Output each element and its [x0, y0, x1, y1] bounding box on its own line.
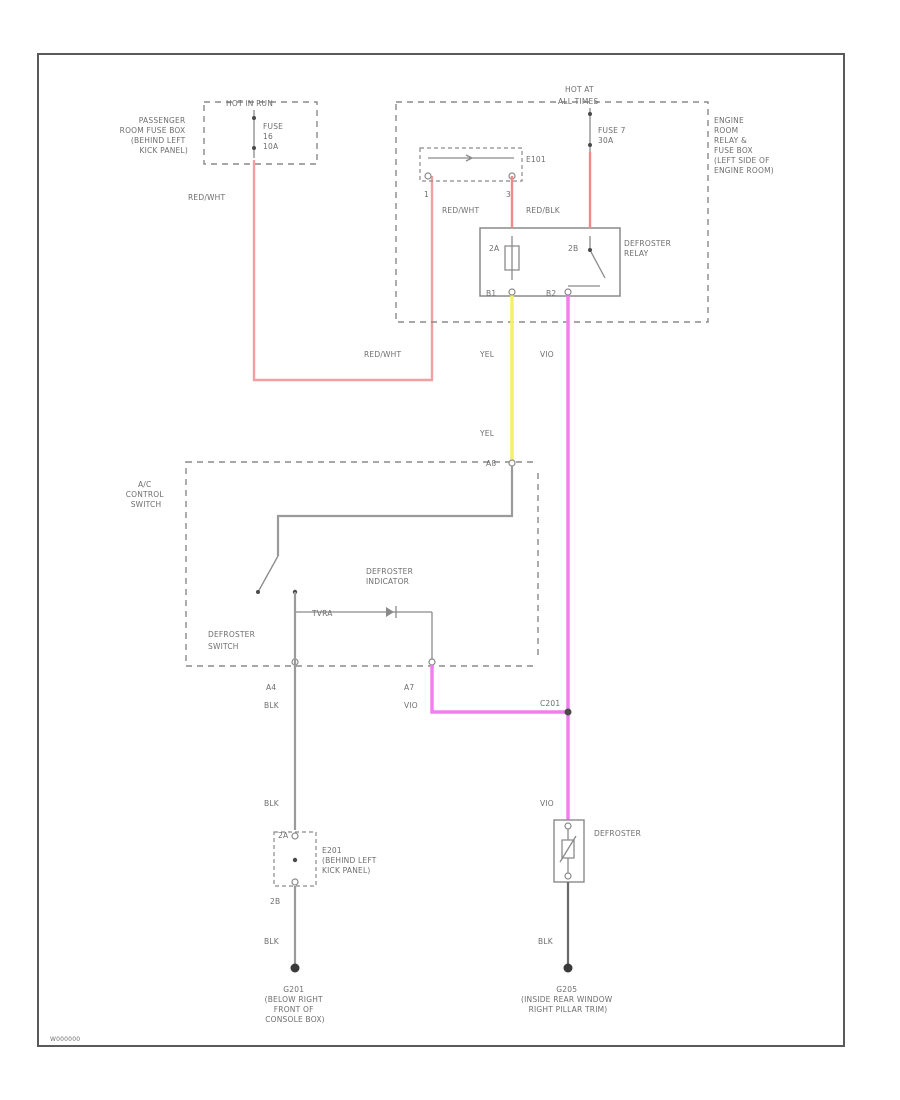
fuse7-label: FUSE 7 30A: [598, 126, 628, 145]
pin-a7-label: A7: [404, 683, 414, 692]
g201-label: G201 (BELOW RIGHT FRONT OF CONSOLE BOX): [265, 985, 326, 1024]
diagram-frame: [37, 53, 845, 1047]
defroster-relay-label: DEFROSTER RELAY: [624, 239, 674, 258]
splice-e101: [419, 147, 523, 182]
footer-code: W000000: [50, 1036, 80, 1043]
passenger-fuse-box: HOT IN RUN PASSENGER ROOM FUSE BOX (BEHI…: [120, 99, 318, 165]
engine-room-box: HOT AT ALL TIMES ENGINE ROOM RELAY & FUS…: [395, 85, 774, 323]
vio-label-2: VIO: [404, 701, 418, 710]
red-wht-label-3: RED/WHT: [364, 350, 402, 359]
red-wht-label-2: RED/WHT: [442, 206, 480, 215]
defroster-relay: [479, 227, 621, 297]
ground-g205: [563, 963, 573, 973]
defroster-element: DEFROSTER: [553, 819, 641, 883]
tvr-label: TVRA: [311, 609, 333, 618]
relay-pin-2b-label: 2B: [568, 244, 578, 253]
vio-indicator-wire: [430, 665, 568, 714]
blk-label-1: BLK: [264, 701, 280, 710]
hot-at-all-times-label: HOT AT ALL TIMES: [558, 85, 598, 106]
splice-c201-label: C201: [540, 699, 560, 708]
yel-label-2: YEL: [479, 429, 495, 438]
red-wht-label-1: RED/WHT: [188, 193, 226, 202]
ground-g201: [290, 963, 300, 973]
blk-label-2: BLK: [264, 799, 280, 808]
vio-label-1: VIO: [540, 350, 554, 359]
pin-2a-label: 2A: [278, 831, 289, 840]
g205-label: G205 (INSIDE REAR WINDOW RIGHT PILLAR TR…: [521, 985, 615, 1014]
pin-1-label: 1: [424, 190, 429, 199]
blk-label-4: BLK: [538, 937, 554, 946]
relay-pin-b1-label: B1: [486, 289, 496, 298]
red-blk-label: RED/BLK: [526, 206, 561, 215]
ac-control-switch-label: A/C CONTROL SWITCH: [126, 480, 167, 509]
defroster-switch-label: DEFROSTER SWITCH: [208, 630, 258, 651]
connector-e201-label: E201 (BEHIND LEFT KICK PANEL): [322, 846, 379, 875]
ac-control-switch: A/C CONTROL SWITCH A8 DEFROSTER SWITCH D…: [126, 455, 548, 674]
defroster-indicator-label: DEFROSTER INDICATOR: [366, 567, 416, 586]
passenger-fuse-box-label: PASSENGER ROOM FUSE BOX (BEHIND LEFT KIC…: [120, 116, 188, 155]
blk-label-3: BLK: [264, 937, 280, 946]
pin-a8-label: A8: [486, 459, 496, 468]
fuse16-label: FUSE 16 10A: [263, 122, 286, 151]
pin-a4-label: A4: [266, 683, 276, 692]
defroster-label: DEFROSTER: [594, 829, 641, 838]
hot-in-run-label: HOT IN RUN: [226, 99, 273, 108]
relay-pin-2a-label: 2A: [489, 244, 500, 253]
pin-3-label: 3: [506, 190, 511, 199]
relay-pin-b2-label: B2: [546, 289, 556, 298]
splice-e101-label: E101: [526, 155, 546, 164]
pin-2b-label: 2B: [270, 897, 280, 906]
red-wht-wire: [252, 160, 434, 382]
yel-label-1: YEL: [479, 350, 495, 359]
connector-e201: 2A 2B E201 (BEHIND LEFT KICK PANEL): [270, 831, 379, 906]
engine-room-box-label: ENGINE ROOM RELAY & FUSE BOX (LEFT SIDE …: [714, 116, 774, 175]
vio-label-3: VIO: [540, 799, 554, 808]
switch-feed-wire: [276, 466, 514, 556]
